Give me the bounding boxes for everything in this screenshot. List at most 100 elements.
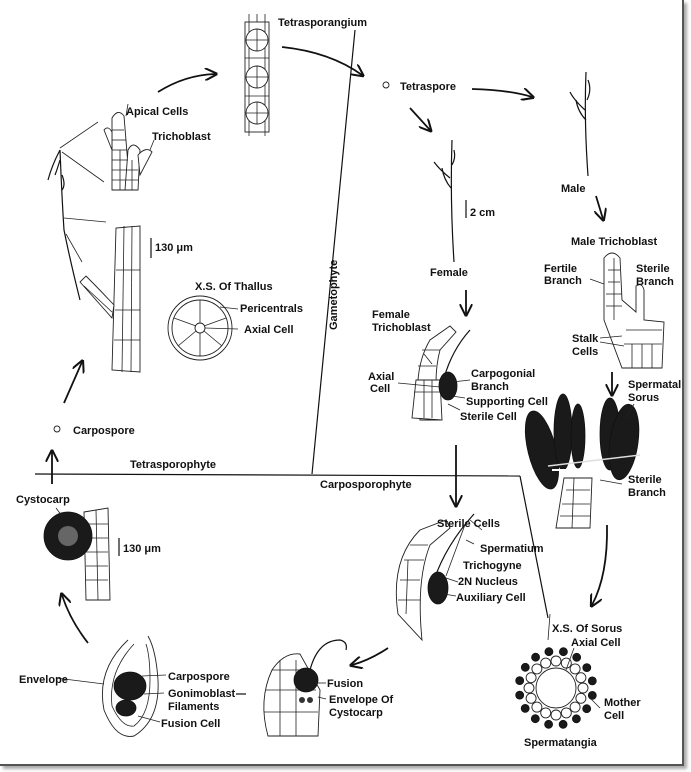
arrow-to-female	[409, 107, 430, 130]
label-gonimoblast-1: Gonimoblast	[168, 688, 236, 700]
mother-cell	[540, 657, 552, 669]
mother-cell	[531, 663, 543, 675]
sorus-cross-section-drawing	[515, 647, 597, 729]
mother-cell	[575, 672, 587, 684]
label-carpogonial-branch-2: Branch	[471, 381, 509, 393]
arrow-to-thallus	[63, 362, 82, 404]
label-carpogonial-branch-1: Carpogonial	[471, 368, 535, 380]
label-tetrasporangium: Tetrasporangium	[278, 17, 367, 29]
mother-cell	[569, 701, 581, 713]
mother-cell	[540, 707, 552, 719]
label-gonimoblast-2: Filaments	[168, 701, 219, 713]
label-fusion-cell: Fusion Cell	[161, 718, 220, 730]
arrow-to-tetraspore	[281, 46, 362, 75]
label-mother-cell-1: Mother	[604, 697, 641, 709]
label-stalk-cells-1: Stalk	[572, 333, 599, 345]
cystocarp-drawing	[43, 507, 120, 601]
label-scale-2cm: 2 cm	[470, 207, 495, 219]
label-pericentrals: Pericentrals	[240, 303, 303, 315]
spermatangium	[544, 647, 554, 657]
carpospore-icon	[53, 425, 61, 433]
male-trichoblast-drawing	[589, 252, 665, 369]
label-male: Male	[561, 183, 585, 195]
spermatangium	[559, 647, 568, 657]
spermatangium	[515, 690, 525, 700]
thallus-branch-drawing	[79, 225, 152, 373]
mother-cell	[569, 663, 581, 675]
mother-cell	[523, 682, 535, 694]
label-fertile-branch-1: Fertile	[544, 263, 577, 275]
label-male-trichoblast: Male Trichoblast	[571, 236, 658, 248]
label-spermatal-sorus-2: Sorus	[628, 392, 659, 404]
spermatangium	[520, 662, 530, 672]
spermatangium	[582, 663, 592, 672]
label-sterile-branch-2: Branch	[636, 276, 674, 288]
tetrasporophyte-divider	[34, 473, 521, 477]
spermatangium	[587, 691, 597, 700]
label-cystocarp: Cystocarp	[16, 494, 70, 506]
tetraspore-icon	[382, 81, 390, 89]
label-scale-130-top: 130 μm	[155, 242, 193, 254]
spermatangium	[515, 676, 525, 685]
spermatal-sorus-drawing	[524, 393, 641, 529]
label-stalk-cells-2: Cells	[572, 346, 598, 358]
label-female-trichoblast-1: Female	[372, 309, 410, 321]
spermatangium	[531, 652, 540, 662]
label-xs-thallus: X.S. Of Thallus	[195, 281, 273, 293]
apical-cells-drawing	[103, 103, 155, 191]
fusion-drawing	[263, 639, 347, 737]
label-trichoblast: Trichoblast	[152, 131, 211, 143]
arrow-to-tetrasporangium	[157, 74, 215, 93]
label-sterile-branch-sorus-2: Branch	[628, 487, 666, 499]
label-spermatium: Spermatium	[480, 543, 544, 555]
label-sterile-branch-sorus-1: Sterile	[628, 474, 662, 486]
xs-sorus-leader	[547, 613, 551, 641]
thallus-habit-drawing	[47, 121, 107, 301]
female-trichoblast-drawing	[397, 325, 471, 421]
label-sterile-cells: Sterile Cells	[437, 518, 500, 530]
cycle-arrows	[52, 46, 612, 665]
label-sterile-branch-1: Sterile	[636, 263, 670, 275]
arrow-to-xs-sorus	[592, 524, 608, 605]
label-axial-cell-f-2: Cell	[370, 383, 390, 395]
mother-cell	[575, 692, 587, 704]
thallus-cross-section-drawing	[167, 295, 239, 361]
label-axial-cell-sorus: Axial Cell	[571, 637, 621, 649]
mother-cell	[577, 682, 589, 694]
mother-cell	[550, 655, 562, 667]
spermatangium	[530, 714, 540, 724]
mother-cell	[531, 701, 543, 713]
gametophyte-divider	[311, 29, 356, 475]
phase-dividers	[34, 29, 549, 619]
label-carpospore-envelope: Carpospore	[168, 671, 230, 683]
phase-label-tetrasporophyte: Tetrasporophyte	[130, 459, 216, 471]
female-plant-drawing	[433, 139, 467, 263]
label-envelope: Envelope	[19, 674, 68, 686]
tetrasporangium-drawing	[244, 14, 270, 136]
mother-cell-leader	[589, 697, 601, 709]
mother-cell	[525, 672, 537, 684]
label-trichogyne: Trichogyne	[463, 560, 522, 572]
label-auxiliary-cell: Auxiliary Cell	[456, 592, 526, 604]
spermatangium	[582, 704, 592, 714]
fertilization-drawing	[395, 513, 483, 642]
spermatangium	[587, 676, 597, 686]
arrow-to-cystocarp	[62, 595, 89, 644]
axial-cell-sorus-leader	[565, 647, 575, 671]
label-spermatangia: Spermatangia	[524, 737, 598, 749]
label-fertile-branch-2: Branch	[544, 275, 582, 287]
carposporophyte-divider	[519, 475, 549, 619]
mother-cell	[525, 692, 537, 704]
label-mother-cell-2: Cell	[604, 710, 624, 722]
label-apical-cells: Apical Cells	[126, 106, 188, 118]
arrow-to-male	[471, 89, 532, 97]
spermatangium	[558, 719, 568, 729]
label-2n-nucleus: 2N Nucleus	[458, 576, 518, 588]
label-xs-sorus: X.S. Of Sorus	[552, 623, 622, 635]
label-spermatal-sorus-1: Spermatal	[628, 379, 681, 391]
label-scale-130-bottom: 130 μm	[123, 543, 161, 555]
mother-cell	[550, 709, 562, 721]
label-female-trichoblast-2: Trichoblast	[372, 322, 431, 334]
arrow-to-fusion	[352, 647, 389, 665]
